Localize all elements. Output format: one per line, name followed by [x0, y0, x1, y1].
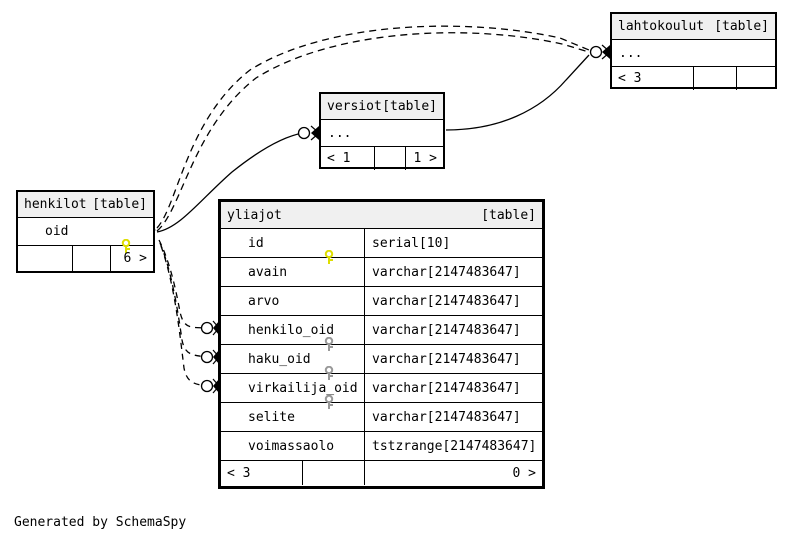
table-row[interactable]: arvo varchar[2147483647] — [221, 287, 542, 316]
column-name-cell: henkilo_oid — [221, 316, 364, 351]
column-name-cell: selite — [221, 403, 364, 431]
column-name-cell: avain — [221, 258, 364, 286]
column-type: serial[10] — [372, 235, 451, 251]
table-row[interactable]: avain varchar[2147483647] — [221, 258, 542, 287]
collapsed-columns-indicator[interactable]: ... — [321, 120, 443, 147]
table-row[interactable]: virkailija_oid varchar[2147483647] — [221, 374, 542, 409]
connector-yliajot-haku-oid — [200, 349, 220, 365]
primary-key-icon — [25, 224, 131, 253]
column-name: id — [248, 235, 264, 251]
column-name: selite — [248, 409, 295, 425]
column-type: varchar[2147483647] — [372, 351, 521, 367]
column-name: arvo — [248, 293, 280, 309]
column-type: varchar[2147483647] — [372, 293, 521, 309]
table-footer-lahtokoulut: < 3 — [612, 67, 775, 90]
table-footer-yliajot: < 3 0 > — [221, 461, 542, 485]
column-name: voimassaolo — [248, 438, 335, 454]
connector-versiot — [297, 125, 320, 141]
table-header-henkilot: henkilot [table] — [18, 192, 153, 218]
table-footer-versiot: < 1 1 > — [321, 147, 443, 170]
column-type-cell: varchar[2147483647] — [364, 258, 542, 286]
table-row[interactable]: haku_oid varchar[2147483647] — [221, 345, 542, 380]
table-node-lahtokoulut[interactable]: lahtokoulut [table] ... < 3 — [610, 12, 777, 90]
edge-henkilot-yliajot-haku-oid — [159, 242, 207, 358]
column-type: tstzrange[2147483647] — [372, 438, 537, 454]
table-header-versiot: versiot [table] — [321, 94, 443, 120]
footer-parent-count[interactable] — [18, 246, 72, 271]
column-name-cell: haku_oid — [221, 345, 364, 380]
column-type-cell: serial[10] — [364, 229, 542, 257]
table-title: lahtokoulut — [618, 19, 705, 34]
edge-henkilot-yliajot-henkilo-oid — [158, 239, 207, 329]
column-type-cell: tstzrange[2147483647] — [364, 432, 542, 460]
column-name-cell: oid — [18, 218, 153, 253]
table-node-versiot[interactable]: versiot [table] ... < 1 1 > — [319, 92, 445, 170]
table-footer-henkilot: 6 > — [18, 246, 153, 271]
column-name: virkailija_oid — [248, 380, 358, 396]
column-name-cell: id — [221, 229, 364, 264]
connector-lahtokoulut — [589, 44, 611, 60]
column-type: varchar[2147483647] — [372, 264, 521, 280]
edge-henkilot-yliajot-virkailija-oid — [160, 245, 207, 387]
table-title: versiot — [327, 99, 382, 114]
table-header-lahtokoulut: lahtokoulut [table] — [612, 14, 775, 40]
footer-child-count[interactable]: 1 > — [405, 147, 443, 170]
footer-child-count[interactable]: 0 > — [364, 461, 542, 485]
column-type-cell: varchar[2147483647] — [364, 345, 542, 373]
column-type-cell: varchar[2147483647] — [364, 316, 542, 344]
generated-by-caption: Generated by SchemaSpy — [14, 515, 187, 530]
table-type-tag: [table] — [382, 99, 437, 114]
footer-middle-cell — [374, 147, 405, 170]
footer-middle-cell — [693, 67, 736, 90]
connector-yliajot-virkailija-oid — [200, 378, 220, 394]
table-type-tag: [table] — [92, 197, 147, 212]
table-title: henkilot — [24, 197, 87, 212]
primary-key-icon — [228, 235, 334, 264]
table-row[interactable]: selite varchar[2147483647] — [221, 403, 542, 432]
footer-middle-cell — [302, 461, 364, 485]
table-rows: id serial[10] avain varchar[2147483647] — [221, 229, 542, 461]
footer-parent-count[interactable]: < 3 — [227, 465, 251, 481]
column-type-cell: varchar[2147483647] — [364, 403, 542, 431]
table-title: yliajot — [227, 207, 282, 223]
collapsed-columns-indicator[interactable]: ... — [612, 40, 775, 67]
foreign-key-icon — [228, 380, 334, 409]
footer-middle-cell — [72, 246, 110, 271]
table-type-tag: [table] — [481, 207, 536, 223]
table-type-tag: [table] — [714, 19, 769, 34]
edge-versiot-lahtokoulut — [445, 54, 590, 131]
table-header-yliajot: yliajot [table] — [221, 202, 542, 229]
column-type: varchar[2147483647] — [372, 380, 521, 396]
table-node-henkilot[interactable]: henkilot [table] oid — [16, 190, 155, 273]
column-name: avain — [248, 264, 288, 280]
column-name: henkilo_oid — [248, 322, 335, 338]
column-name-cell: virkailija_oid — [221, 374, 364, 409]
table-rows: oid — [18, 218, 153, 253]
column-name: oid — [45, 224, 69, 239]
column-type: varchar[2147483647] — [372, 409, 521, 425]
footer-child-count[interactable]: 6 > — [110, 246, 153, 271]
footer-parent-count[interactable]: < 3 — [618, 71, 642, 86]
column-type-cell: varchar[2147483647] — [364, 287, 542, 315]
foreign-key-icon — [228, 322, 334, 351]
footer-child-count — [736, 67, 775, 90]
foreign-key-icon — [228, 351, 334, 380]
column-name-cell: arvo — [221, 287, 364, 315]
table-row[interactable]: id serial[10] — [221, 229, 542, 264]
column-type: varchar[2147483647] — [372, 322, 521, 338]
table-node-yliajot[interactable]: yliajot [table] id serial[10] — [218, 199, 545, 489]
connector-yliajot-henkilo-oid — [200, 320, 220, 336]
column-type-cell: varchar[2147483647] — [364, 374, 542, 402]
footer-parent-count[interactable]: < 1 — [327, 151, 351, 166]
column-name: haku_oid — [248, 351, 311, 367]
table-row[interactable]: oid — [18, 218, 153, 253]
table-row[interactable]: voimassaolo tstzrange[2147483647] — [221, 432, 542, 461]
column-name-cell: voimassaolo — [221, 432, 364, 460]
table-row[interactable]: henkilo_oid varchar[2147483647] — [221, 316, 542, 351]
